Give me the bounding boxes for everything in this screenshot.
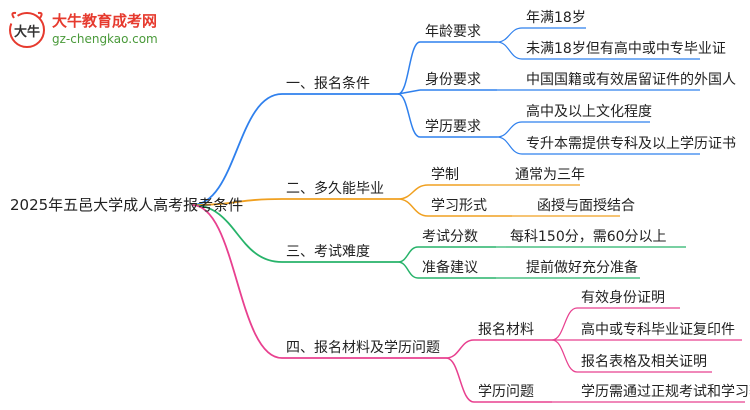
connector-branch-4-issue [445, 357, 475, 403]
leaf-correspondence: 函授与面授结合 [537, 198, 635, 214]
connector-materials-leaf-3 [551, 339, 578, 373]
leaf-nationality: 中国国籍或有效居留证件的外国人 [526, 72, 736, 88]
connector-branch-2-system [397, 184, 429, 200]
connector-branch-3-score [397, 246, 419, 263]
node-preparation: 准备建议 [422, 260, 478, 276]
node-education-requirement: 学历要求 [425, 119, 481, 135]
connector-branch-3-prep [397, 261, 419, 279]
node-education-issue: 学历问题 [478, 384, 534, 400]
bull-logo-icon: 大牛 [9, 11, 45, 48]
connector-branch-1-identity [397, 89, 421, 95]
branch-registration-conditions: 一、报名条件 [286, 76, 370, 92]
leaf-high-school: 高中及以上文化程度 [526, 104, 652, 120]
connector-materials-leaf-1 [551, 307, 578, 341]
branch-graduation-time: 二、多久能毕业 [286, 181, 384, 197]
leaf-id-proof: 有效身份证明 [581, 290, 665, 306]
logo-site-name: 大牛教育成考网 [52, 12, 158, 30]
node-age-requirement: 年龄要求 [425, 24, 481, 40]
connector-age-leaf-2 [496, 41, 523, 60]
leaf-diploma-copy: 高中或专科毕业证复印件 [581, 322, 735, 338]
leaf-age-18: 年满18岁 [526, 10, 586, 26]
connector-root-to-branch-3 [191, 204, 283, 263]
connector-root-to-branch-2 [191, 198, 283, 206]
branch-materials-and-education: 四、报名材料及学历问题 [286, 340, 440, 356]
connector-branch-1-age [397, 41, 421, 95]
leaf-upgrade-certificate: 专升本需提供专科及以上学历证书 [526, 136, 736, 152]
connector-branch-4-materials [445, 339, 475, 359]
logo-site-url: gz-chengkao.com [52, 32, 158, 46]
leaf-under-18: 未满18岁但有高中或中专毕业证 [526, 41, 726, 57]
connector-root-to-branch-4 [191, 204, 283, 359]
node-registration-materials: 报名材料 [478, 322, 534, 338]
mindmap-root: 2025年五邑大学成人高考报考条件 [10, 196, 244, 214]
connector-education-leaf-1 [496, 121, 523, 138]
leaf-formal-exam: 学历需通过正规考试和学习获得 [581, 384, 750, 400]
connector-age-leaf-1 [496, 27, 523, 43]
connector-root-to-branch-1 [191, 93, 283, 206]
leaf-three-years: 通常为三年 [515, 167, 585, 183]
connector-branch-2-form [397, 198, 429, 217]
leaf-application-form: 报名表格及相关证明 [581, 354, 707, 370]
logo-mark-text: 大牛 [14, 24, 40, 40]
leaf-score-detail: 每科150分，需60分以上 [510, 229, 667, 245]
connector-education-leaf-2 [496, 136, 523, 155]
leaf-prepare-early: 提前做好充分准备 [526, 260, 638, 276]
connector-branch-1-education [397, 93, 421, 138]
node-study-form: 学习形式 [431, 198, 487, 214]
branch-exam-difficulty: 三、考试难度 [286, 244, 370, 260]
site-logo: 大牛 大牛教育成考网 gz-chengkao.com [6, 8, 186, 52]
node-school-system: 学制 [431, 167, 459, 183]
node-identity-requirement: 身份要求 [425, 72, 481, 88]
node-exam-score: 考试分数 [422, 229, 478, 245]
